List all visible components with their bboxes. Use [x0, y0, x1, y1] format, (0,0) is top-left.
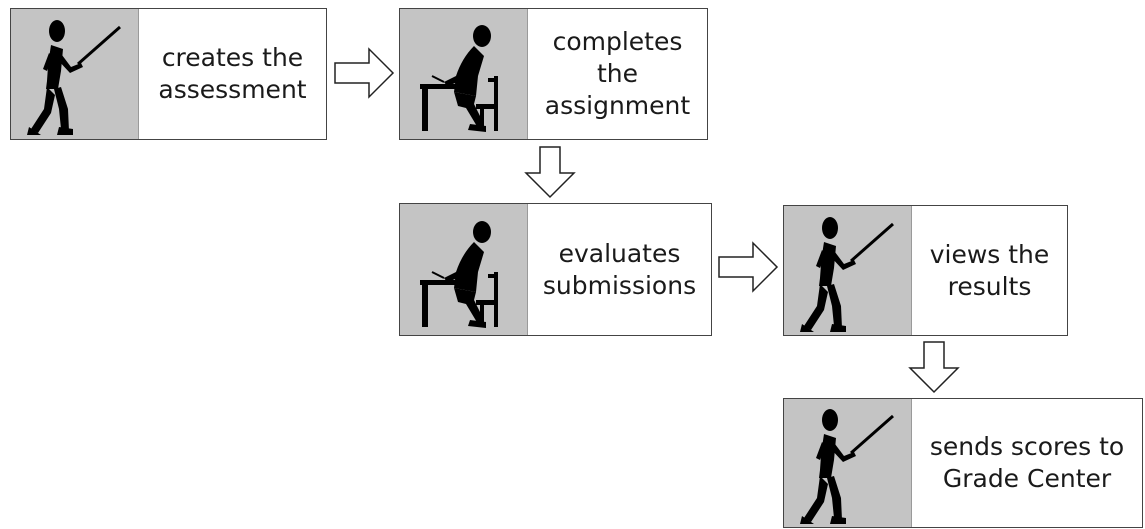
- step-label: evaluates submissions: [542, 238, 697, 300]
- student-at-desk-icon: [400, 9, 528, 139]
- step-label: views the results: [929, 239, 1050, 301]
- arrow-right-icon: [334, 48, 394, 98]
- step-label: creates the assessment: [158, 43, 307, 104]
- step-node-send-scores: sends scores to Grade Center: [783, 398, 1143, 528]
- teacher-with-pointer-icon: [11, 9, 139, 139]
- step-node-evaluate-submissions: evaluates submissions: [399, 203, 712, 336]
- arrow-down-icon: [909, 341, 959, 393]
- step-node-view-results: views the results: [783, 205, 1068, 336]
- step-node-create-assessment: creates the assessment: [10, 8, 327, 140]
- arrow-right-icon: [718, 242, 778, 292]
- teacher-with-pointer-icon: [784, 399, 912, 527]
- student-at-desk-icon: [400, 204, 528, 335]
- step-label: sends scores to Grade Center: [929, 432, 1125, 493]
- step-node-complete-assignment: completes the assignment: [399, 8, 708, 140]
- step-label: completes the assignment: [544, 27, 691, 120]
- arrow-down-icon: [525, 146, 575, 198]
- teacher-with-pointer-icon: [784, 206, 912, 335]
